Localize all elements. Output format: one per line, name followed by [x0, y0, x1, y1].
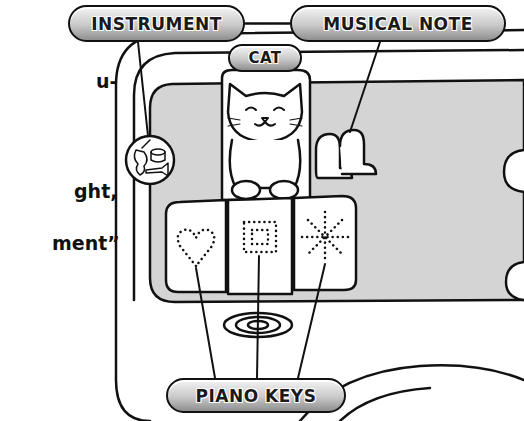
- callout-text: CAT: [248, 49, 281, 67]
- toy-frame: [116, 30, 524, 421]
- piano-key: [166, 200, 226, 292]
- heart-pattern: [178, 230, 215, 266]
- side-button: [506, 262, 524, 300]
- cat-paw: [232, 181, 260, 199]
- leader-line: [350, 42, 380, 132]
- drum-icon: [151, 149, 165, 155]
- callout-label: PIANO KEYS: [166, 378, 346, 413]
- callout-label: INSTRUMENT: [68, 5, 245, 42]
- callout-text: INSTRUMENT: [91, 14, 222, 34]
- musical-note-button: [340, 130, 376, 174]
- callout-label: CAT: [228, 44, 302, 72]
- text-fragment: ght,: [74, 180, 117, 202]
- leader-line: [298, 264, 325, 378]
- cat-mouth: [255, 118, 275, 126]
- instrument-button: [126, 136, 174, 184]
- cat-eyes: [246, 108, 284, 111]
- console-panel: [150, 80, 524, 302]
- callout-text: PIANO KEYS: [196, 386, 317, 406]
- leader-line: [138, 42, 148, 136]
- star-pattern: [302, 212, 348, 262]
- piano-key: [294, 196, 356, 290]
- piano-key: [228, 198, 292, 294]
- square-pattern: [244, 222, 276, 252]
- trumpet-icon: [146, 163, 168, 176]
- text-fragment: ment”: [52, 232, 120, 254]
- text-fragment: u-: [96, 70, 117, 92]
- callout-label: MUSICAL NOTE: [290, 5, 506, 42]
- cat-paw: [270, 181, 298, 199]
- steering-rim: [340, 388, 430, 421]
- side-button: [504, 150, 524, 192]
- toy-drawing: [116, 30, 524, 421]
- drum-body: [151, 152, 165, 162]
- cat-tab: [222, 70, 310, 200]
- cat-whiskers: [228, 118, 302, 126]
- cat-head: [228, 84, 302, 142]
- leader-line: [257, 256, 259, 378]
- callout-text: MUSICAL NOTE: [323, 14, 473, 34]
- leader-line: [196, 268, 215, 378]
- connector-line: [245, 22, 290, 25]
- square-pattern: [252, 230, 268, 244]
